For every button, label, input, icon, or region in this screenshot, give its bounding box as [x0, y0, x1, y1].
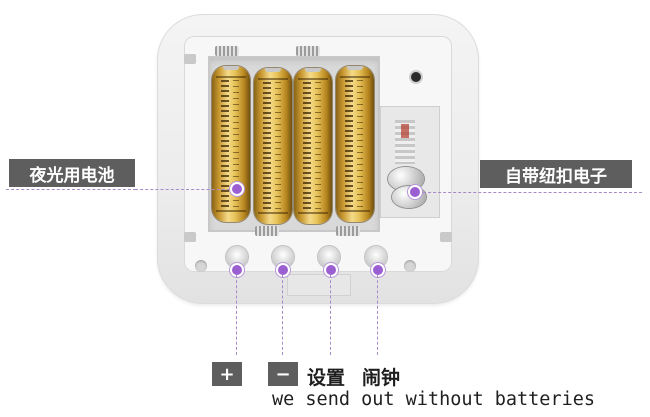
- callout-line: [135, 189, 235, 190]
- minus-label: −: [268, 362, 298, 386]
- button-cell-label: 自带纽扣电子: [480, 160, 632, 188]
- callout-line: [418, 192, 642, 193]
- plus-button[interactable]: [226, 246, 248, 268]
- foot-dot: [404, 260, 416, 272]
- aa-battery-compartment: [208, 46, 380, 236]
- callout-line: [377, 275, 378, 355]
- alarm-button[interactable]: [365, 246, 387, 268]
- aa-battery-1: [212, 66, 250, 222]
- battery-spring: [336, 226, 360, 236]
- cover-latch: [184, 232, 196, 242]
- settings-button[interactable]: [318, 246, 340, 268]
- screw-hole: [411, 72, 421, 82]
- clock-back-cover: [157, 14, 479, 304]
- callout-marker: [232, 265, 242, 275]
- caption: we send out without batteries: [272, 389, 596, 410]
- alarm-label: 闹钟: [362, 367, 401, 389]
- battery-spring: [296, 46, 320, 56]
- button-cell-clip: [395, 120, 415, 164]
- callout-line: [330, 275, 331, 355]
- cover-latch: [440, 232, 452, 242]
- callout-line: [236, 275, 237, 355]
- battery-spring: [255, 226, 279, 236]
- callout-line: [282, 275, 283, 355]
- night-light-battery-label: 夜光用电池: [9, 159, 135, 187]
- cover-latch: [184, 54, 196, 64]
- callout-marker: [232, 184, 242, 194]
- bottom-tab: [287, 274, 351, 296]
- aa-battery-2: [254, 68, 292, 224]
- button-cell-bottom: [392, 186, 426, 208]
- callout-marker: [278, 265, 288, 275]
- foot-dot: [195, 260, 207, 272]
- callout-line: [6, 189, 136, 190]
- clip-tab: [401, 124, 409, 138]
- callout-marker: [373, 265, 383, 275]
- settings-label: 设置: [307, 367, 346, 389]
- callout-marker: [410, 187, 420, 197]
- callout-marker: [326, 265, 336, 275]
- aa-battery-3: [294, 68, 332, 224]
- aa-battery-4: [336, 66, 374, 222]
- battery-spring: [215, 46, 239, 56]
- minus-button[interactable]: [272, 246, 294, 268]
- plus-label: +: [212, 362, 242, 386]
